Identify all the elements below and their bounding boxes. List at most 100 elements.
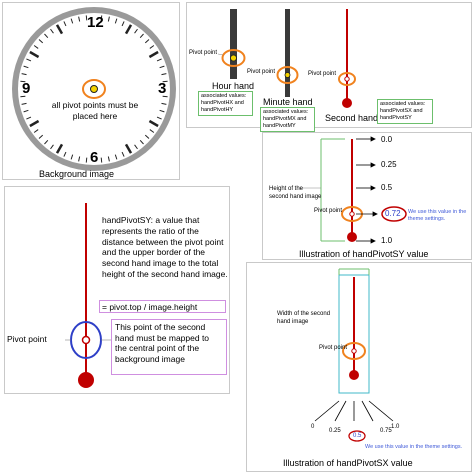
clock-minute-tick	[21, 73, 27, 76]
minute-pivot-ring	[276, 66, 299, 84]
center-text: all pivot points must be placed here	[51, 100, 139, 121]
clock-minute-tick	[33, 129, 39, 133]
clock-minute-tick	[20, 95, 26, 98]
clock-number-12: 12	[87, 14, 104, 31]
mapping-note: This point of the second hand must be ma…	[115, 322, 210, 364]
minute-hand-shape	[285, 9, 290, 97]
sx-value-ring	[348, 430, 366, 442]
explanation-panel: handPivotSY: a value that represents the…	[4, 186, 230, 394]
sy-tick-3: 0.72	[385, 209, 401, 218]
hour-values: handPivotHX and handPivotHY	[201, 99, 244, 113]
sx-counterweight	[349, 370, 359, 380]
clock-hour-tick	[148, 50, 159, 59]
sy-counterweight	[347, 232, 357, 242]
formula-text: = pivot.top / image.height	[102, 302, 198, 312]
clock-minute-tick	[44, 139, 49, 145]
second-values-label: associated values:	[380, 101, 426, 107]
center-pivot-ring	[82, 79, 106, 99]
minute-pivot-label: Pivot point	[247, 69, 276, 75]
clock-minute-tick	[70, 18, 74, 24]
hands-panel: Pivot point Hour hand associated values:…	[186, 2, 472, 132]
clock-minute-tick	[114, 154, 118, 160]
sx-pivot-label: Pivot point	[319, 345, 348, 351]
clock-minute-tick	[162, 80, 168, 83]
clock-minute-tick	[100, 157, 103, 163]
clock-minute-tick	[38, 134, 44, 139]
clock-minute-tick	[107, 156, 110, 162]
clock-minute-tick	[78, 16, 81, 22]
sy-tick-2: 0.5	[381, 183, 393, 192]
clock-minute-tick	[63, 151, 67, 157]
second-pivot-ring	[338, 72, 356, 86]
clock-minute-tick	[85, 157, 88, 163]
second-hand-caption: Second hand	[325, 113, 379, 123]
second-pivot-label: Pivot point	[308, 71, 337, 77]
clock-minute-tick	[161, 73, 167, 76]
clock-minute-tick	[162, 95, 168, 98]
second-associated-values: associated values: handPivotSX and handP…	[377, 99, 433, 124]
clock-minute-tick	[70, 154, 74, 160]
explain-pivot-dot	[81, 335, 91, 345]
clock-hour-tick	[148, 119, 159, 128]
second-pivot-dot	[344, 76, 350, 82]
clock-minute-tick	[26, 58, 32, 62]
pivot-sx-svg	[314, 268, 394, 442]
explain-pivot-label: Pivot point	[7, 334, 47, 344]
sy-pivot-dot	[349, 211, 355, 217]
clock-minute-tick	[85, 15, 88, 21]
hour-hand-shape	[230, 9, 237, 79]
hour-hand-caption: Hour hand	[212, 81, 255, 91]
sx-tick-1: 0.25	[329, 428, 341, 434]
clock-minute-tick	[159, 65, 165, 69]
clock-minute-tick	[114, 18, 118, 24]
clock-minute-tick	[78, 156, 81, 162]
clock-minute-tick	[38, 39, 44, 44]
sy-note: We use this value in the theme settings.	[408, 209, 467, 222]
minute-hand-caption: Minute hand	[263, 97, 313, 107]
background-image-caption: Background image	[39, 169, 115, 179]
clock-minute-tick	[23, 65, 29, 69]
sy-caption: Illustration of handPivotSY value	[299, 249, 429, 259]
clock-minute-tick	[149, 45, 155, 49]
clock-number-6: 6	[90, 149, 99, 166]
pivot-sy-panel: 0.0 0.25 0.5 0.72 1.0 Height of the seco…	[262, 132, 472, 260]
clock-number-3: 3	[158, 80, 167, 97]
clock-hour-tick	[124, 24, 133, 35]
clock-minute-tick	[50, 144, 54, 150]
clock-minute-tick	[121, 151, 125, 157]
clock-number-9: 9	[22, 80, 31, 97]
minute-values-label: associated values:	[263, 109, 309, 115]
formula-box: = pivot.top / image.height	[99, 300, 226, 313]
hands-svg	[217, 9, 356, 108]
clock-minute-tick	[134, 28, 138, 34]
clock-minute-tick	[156, 58, 162, 62]
clock-minute-tick	[139, 139, 144, 145]
sx-tick-2: 0.5	[353, 433, 362, 439]
second-hand-counterweight	[342, 98, 352, 108]
minute-pivot-dot	[284, 72, 291, 78]
clock-minute-tick	[159, 109, 165, 113]
clock-minute-tick	[121, 21, 125, 27]
clock-minute-tick	[144, 134, 150, 139]
background-image-panel: 12 3 6 9 all pivot points must be placed…	[2, 2, 180, 180]
sy-tick-1: 0.25	[381, 160, 397, 169]
hour-pivot-dot	[230, 54, 237, 62]
clock-minute-tick	[50, 28, 54, 34]
clock-minute-tick	[33, 45, 39, 49]
explanation-svg	[65, 203, 111, 388]
clock-hour-tick	[29, 119, 40, 128]
clock-ticks	[20, 15, 168, 163]
explain-counterweight	[78, 372, 94, 388]
pivot-sx-panel: Width of the second hand image Pivot poi…	[246, 262, 472, 472]
clock-hour-tick	[29, 50, 40, 59]
clock-hour-tick	[124, 143, 133, 154]
clock-minute-tick	[149, 129, 155, 133]
clock-minute-tick	[139, 33, 144, 39]
sx-tick-4: 1.0	[391, 424, 400, 430]
clock-minute-tick	[23, 109, 29, 113]
sx-pivot-dot	[351, 348, 357, 354]
sx-tick-3: 0.75	[380, 428, 392, 434]
minute-values: handPivotMX and handPivotMY	[263, 115, 307, 129]
clock-minute-tick	[44, 33, 49, 39]
clock-minute-tick	[26, 116, 32, 120]
